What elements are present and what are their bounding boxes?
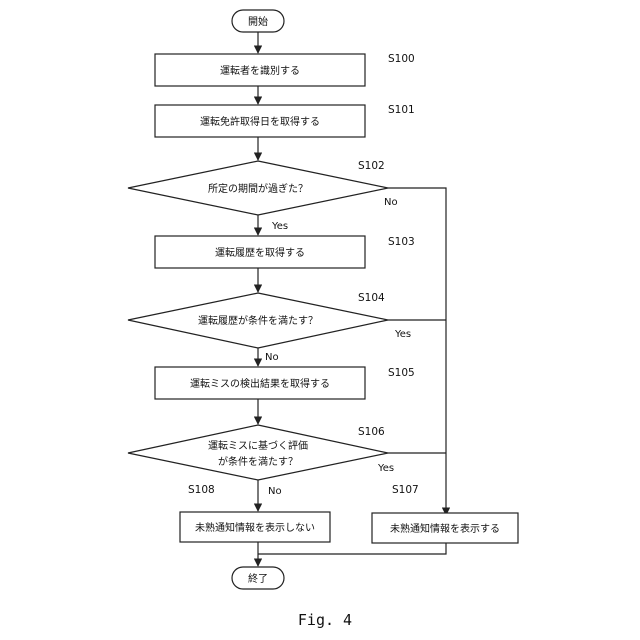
node-s106 xyxy=(128,425,388,480)
step-s104: S104 xyxy=(358,292,385,304)
step-s102: S102 xyxy=(358,160,385,172)
node-s102-label: 所定の期間が過ぎた？ xyxy=(208,182,308,195)
label-s104-no: No xyxy=(265,352,279,363)
node-s106-label-line2: が条件を満たす？ xyxy=(218,455,298,468)
step-s106: S106 xyxy=(358,426,385,438)
label-s104-yes: Yes xyxy=(394,329,411,340)
nodes: 開始 運転者を識別する S100 運転免許取得日を取得する S101 所定の期間… xyxy=(128,10,518,589)
edge-s107-merge xyxy=(258,543,446,554)
node-s105-label: 運転ミスの検出結果を取得する xyxy=(190,377,330,390)
node-s104-label: 運転履歴が条件を満たす？ xyxy=(198,314,318,327)
node-s101-label: 運転免許取得日を取得する xyxy=(200,115,320,128)
node-s103-label: 運転履歴を取得する xyxy=(215,247,305,259)
step-s103: S103 xyxy=(388,236,415,248)
node-s100-label: 運転者を識別する xyxy=(220,64,300,77)
label-s106-yes: Yes xyxy=(377,463,394,474)
node-s107-label: 未熟通知情報を表示する xyxy=(390,522,500,535)
step-s108: S108 xyxy=(188,484,215,496)
label-s102-yes: Yes xyxy=(271,221,288,232)
label-s106-no: No xyxy=(268,486,282,497)
node-start-label: 開始 xyxy=(248,15,268,28)
figure-caption: Fig. 4 xyxy=(298,611,352,629)
node-s106-label-line1: 運転ミスに基づく評価 xyxy=(208,439,308,452)
step-s107: S107 xyxy=(392,484,419,496)
node-s108-label: 未熟通知情報を表示しない xyxy=(195,521,315,534)
step-s100: S100 xyxy=(388,53,415,65)
label-s102-no: No xyxy=(384,197,398,208)
step-s105: S105 xyxy=(388,367,415,379)
node-end-label: 終了 xyxy=(248,572,268,585)
step-s101: S101 xyxy=(388,104,415,116)
